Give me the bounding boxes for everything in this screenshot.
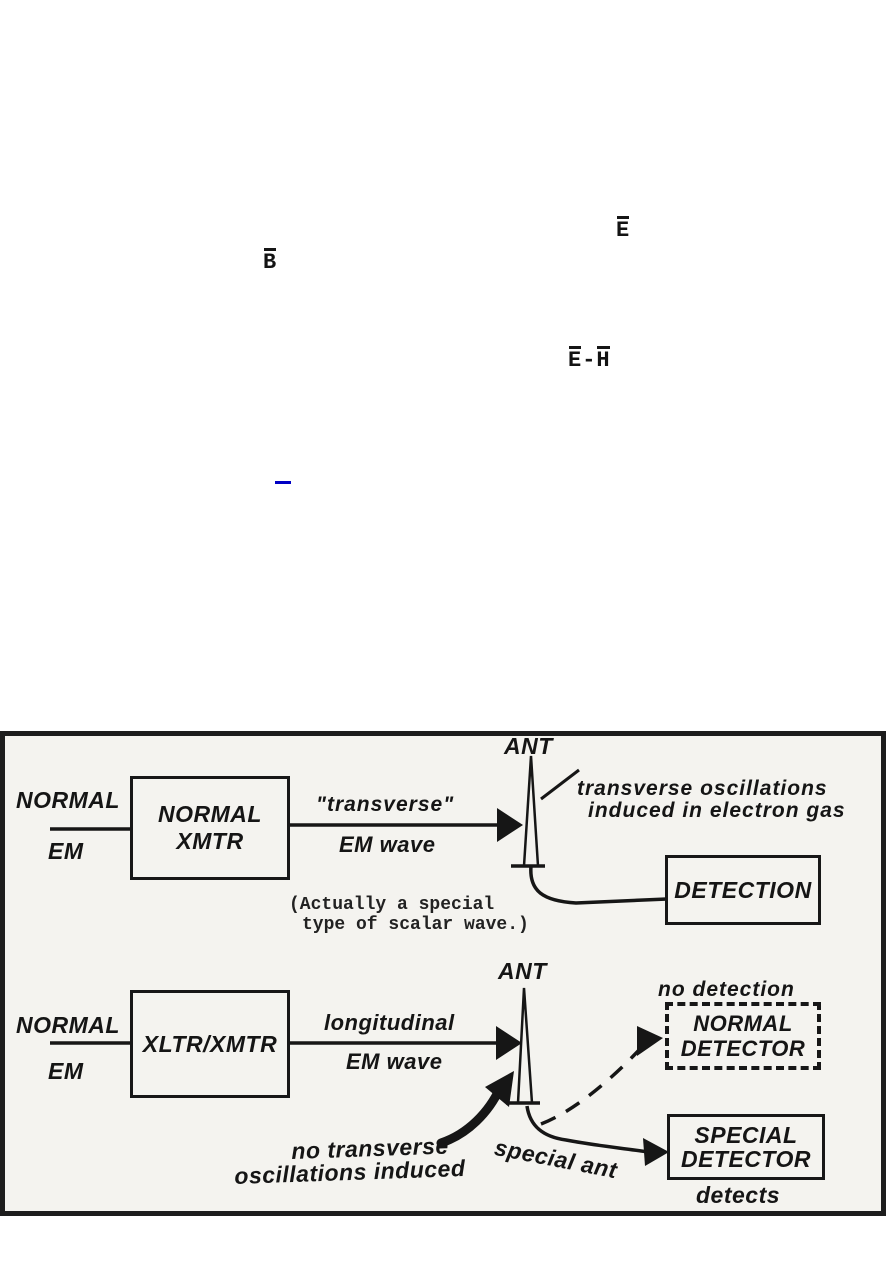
special-detector-box: SPECIAL DETECTOR xyxy=(667,1114,825,1180)
eh-e-letter: E xyxy=(568,346,583,373)
top-wave-label-line1: "transverse" xyxy=(316,793,455,816)
b-bar-letter: B xyxy=(263,248,278,275)
normal-xmtr-box-line2: XMTR xyxy=(176,828,244,854)
oscillation-note-line2: induced in electron gas xyxy=(588,799,846,822)
normal-xmtr-box-line1: NORMAL xyxy=(158,801,262,827)
special-detector-line2: DETECTOR xyxy=(680,1146,812,1172)
bottom-source-label-line1: NORMAL xyxy=(16,1012,120,1038)
oscillation-note-line1: transverse oscillations xyxy=(577,777,828,800)
scalar-note-line1: (Actually a special xyxy=(289,895,495,915)
xltr-xmtr-box-label: XLTR/XMTR xyxy=(142,1030,278,1057)
eh-h-letter: H xyxy=(596,346,611,373)
special-detector-line1: SPECIAL xyxy=(694,1122,798,1148)
normal-detector-line2: DETECTOR xyxy=(680,1036,806,1061)
top-wave-label-line2: EM wave xyxy=(339,832,436,857)
e-bar-letter: E xyxy=(616,216,631,243)
e-h-bar-symbol: E-H xyxy=(568,346,611,373)
normal-detector-line1: NORMAL xyxy=(693,1011,793,1036)
normal-detector-box: NORMAL DETECTOR xyxy=(665,1002,821,1070)
detection-box: DETECTION xyxy=(665,855,821,925)
bottom-source-label-line2: EM xyxy=(48,1058,84,1084)
normal-xmtr-box: NORMAL XMTR xyxy=(130,776,290,880)
detection-box-label: DETECTION xyxy=(674,876,812,903)
b-bar-symbol: B xyxy=(263,248,278,275)
no-detection-label: no detection xyxy=(658,978,795,1001)
top-source-label-line2: EM xyxy=(48,838,84,864)
bottom-wave-label-line2: EM wave xyxy=(346,1049,443,1074)
bottom-wave-label-line1: longitudinal xyxy=(324,1010,455,1035)
xltr-xmtr-box: XLTR/XMTR xyxy=(130,990,290,1098)
link-underline[interactable] xyxy=(275,481,291,484)
e-bar-symbol: E xyxy=(616,216,631,243)
top-source-label-line1: NORMAL xyxy=(16,787,120,813)
detects-label: detects xyxy=(696,1182,781,1208)
top-ant-label: ANT xyxy=(504,733,553,759)
scalar-note-line2: type of scalar wave.) xyxy=(302,915,529,935)
eh-dash: - xyxy=(582,348,597,373)
bottom-ant-label: ANT xyxy=(498,958,547,984)
